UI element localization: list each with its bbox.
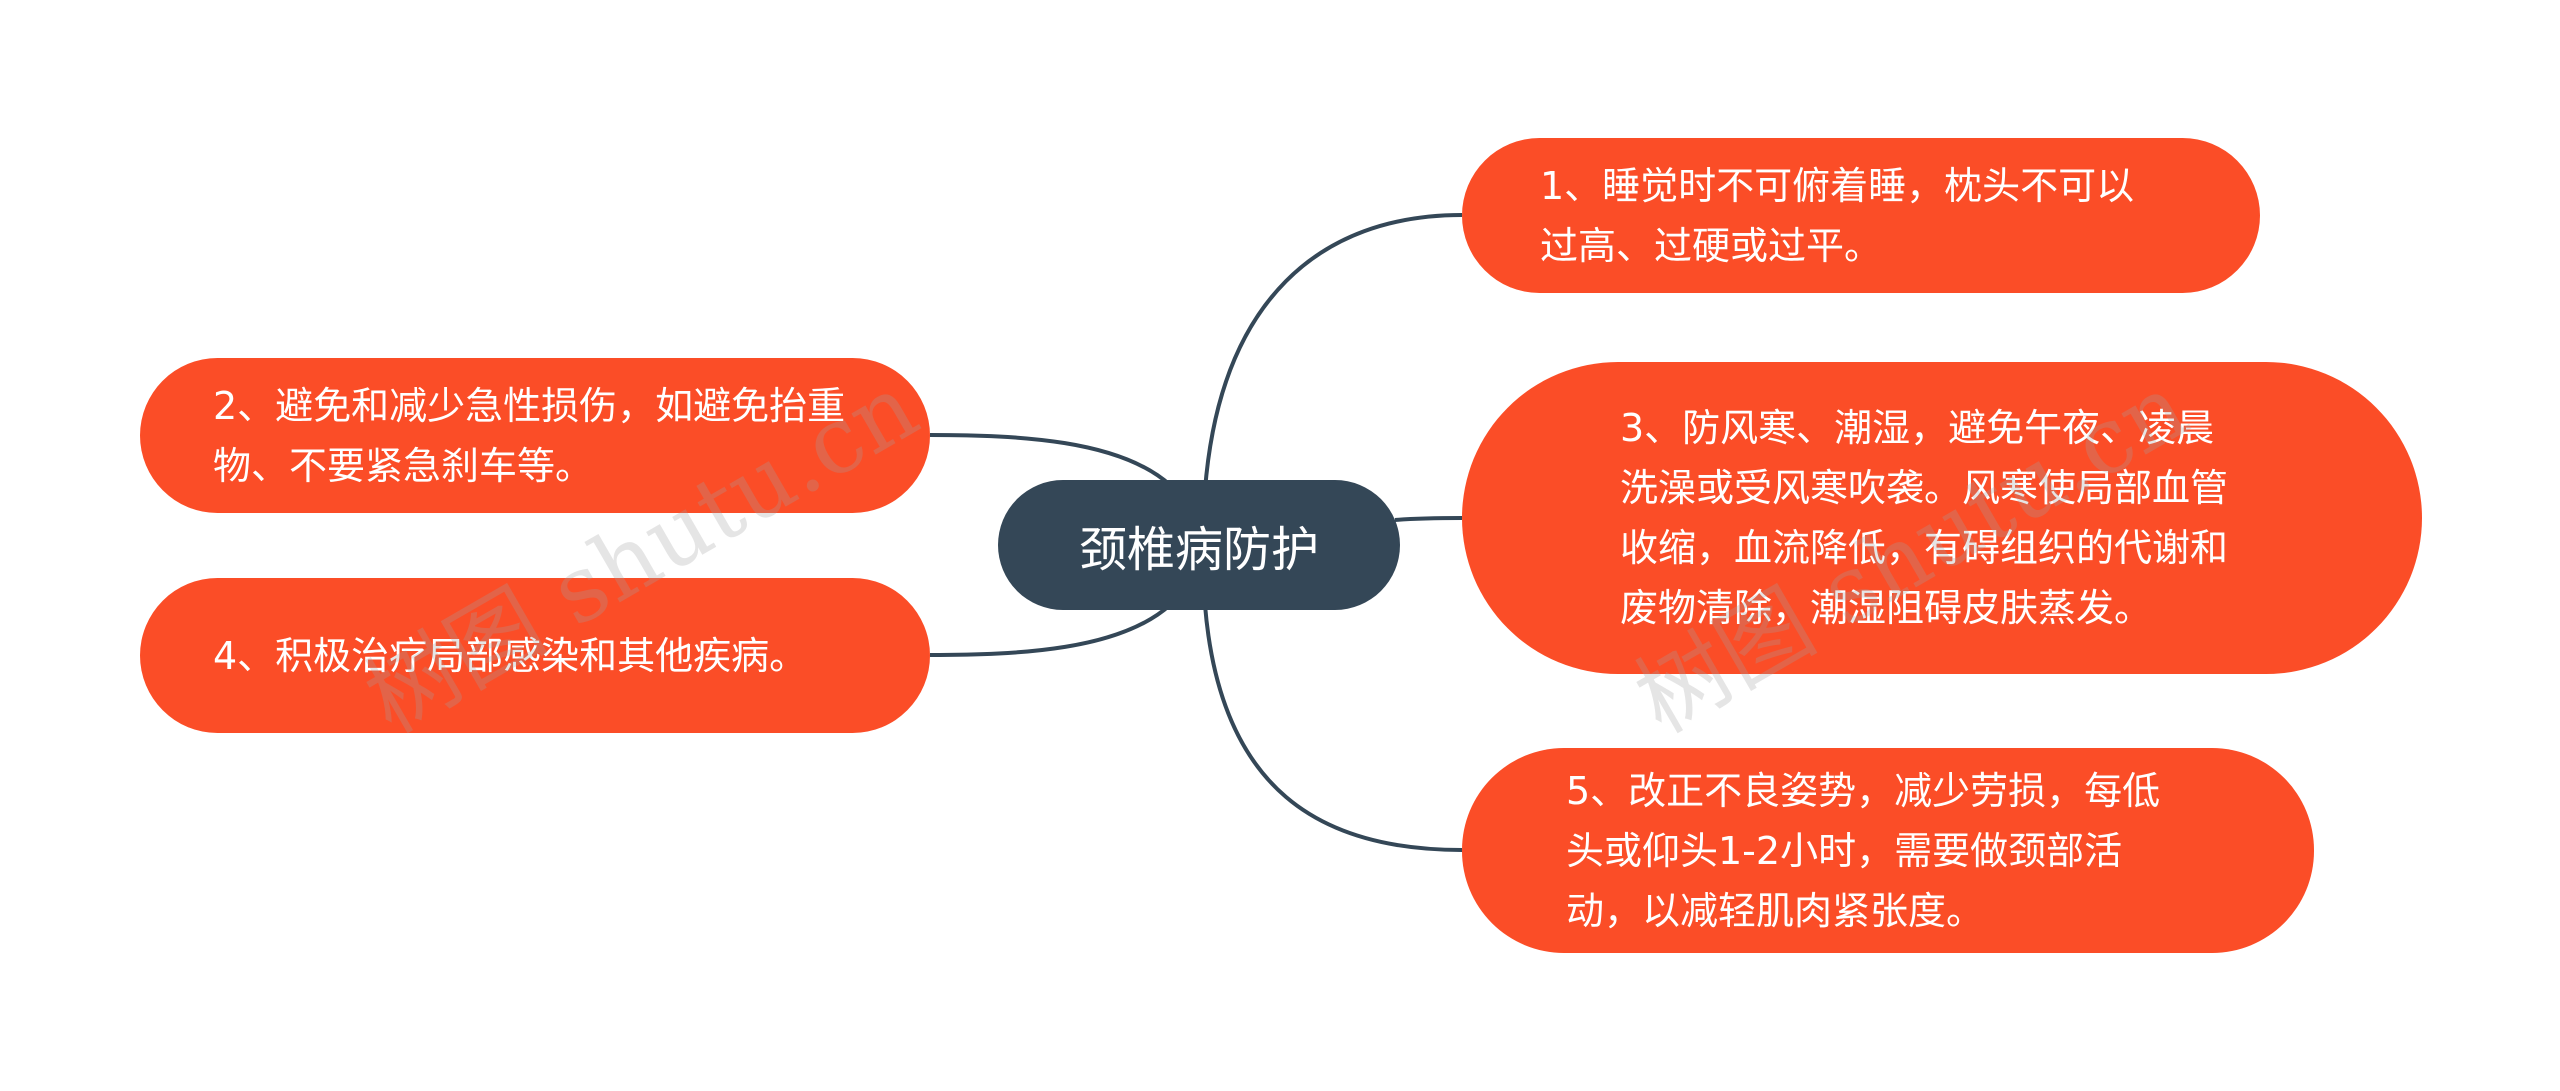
branch-node-3[interactable]: 3、防风寒、潮湿，避免午夜、凌晨洗澡或受风寒吹袭。风寒使局部血管收缩，血流降低，… [1462,362,2422,674]
branch-label-4: 4、积极治疗局部感染和其他疾病。 [213,633,808,678]
branch-label-3: 3、防风寒、潮湿，避免午夜、凌晨洗澡或受风寒吹袭。风寒使局部血管收缩，血流降低，… [1620,406,2229,630]
branch-node-4[interactable]: 4、积极治疗局部感染和其他疾病。 [140,578,930,733]
branch-node-1[interactable]: 1、睡觉时不可俯着睡，枕头不可以过高、过硬或过平。 [1462,138,2260,293]
branch-label-1: 1、睡觉时不可俯着睡，枕头不可以过高、过硬或过平。 [1540,163,2135,268]
branch-node-2[interactable]: 2、避免和减少急性损伤，如避免抬重物、不要紧急刹车等。 [140,358,930,513]
branch-node-5[interactable]: 5、改正不良姿势，减少劳损，每低头或仰头1-2小时，需要做颈部活动，以减轻肌肉紧… [1462,748,2314,953]
connector-branch-4 [929,603,1172,657]
connector-branch-3 [1394,516,1463,522]
central-topic-label: 颈椎病防护 [1078,522,1319,578]
branch-label-2: 2、避免和减少急性损伤，如避免抬重物、不要紧急刹车等。 [213,383,846,488]
branch-label-5: 5、改正不良姿势，减少劳损，每低头或仰头1-2小时，需要做颈部活动，以减轻肌肉紧… [1566,768,2161,933]
central-topic[interactable]: 颈椎病防护 [998,480,1400,610]
connector-branch-1 [1203,213,1463,491]
connector-branch-5 [1203,604,1463,852]
connector-branch-2 [929,433,1172,487]
